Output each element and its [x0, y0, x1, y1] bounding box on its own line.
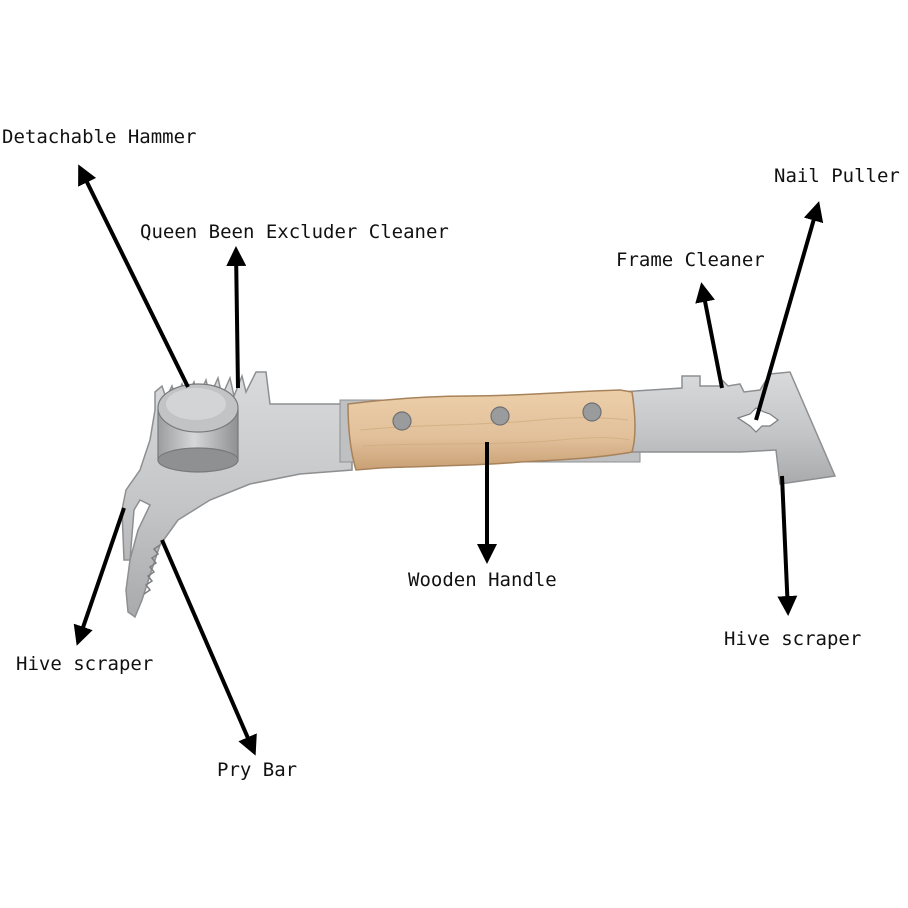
- arrow-queen-excluder-cleaner: [226, 246, 247, 389]
- hammer-cylinder: [157, 383, 239, 473]
- rivet: [490, 406, 510, 426]
- rivet: [582, 402, 602, 422]
- label-nail-puller: Nail Puller: [774, 165, 900, 187]
- label-hive-scraper-left: Hive scraper: [16, 653, 153, 675]
- arrow-frame-cleaner: [695, 282, 724, 389]
- arrow-hive-scraper-right: [777, 475, 798, 616]
- rivet: [392, 411, 412, 431]
- label-queen-excluder-cleaner: Queen Been Excluder Cleaner: [140, 221, 449, 243]
- label-pry-bar: Pry Bar: [217, 759, 297, 781]
- hive-tool: [121, 371, 837, 619]
- wooden-handle: [347, 389, 636, 471]
- label-detachable-hammer: Detachable Hammer: [2, 126, 196, 148]
- arrow-detachable-hammer: [78, 164, 190, 388]
- pry-bar-teeth: [143, 544, 161, 595]
- label-frame-cleaner: Frame Cleaner: [616, 249, 765, 271]
- callout-arrows: [73, 164, 824, 756]
- arrow-hive-scraper-left: [73, 507, 126, 646]
- label-hive-scraper-right: Hive scraper: [724, 628, 861, 650]
- arrow-nail-puller: [754, 201, 824, 421]
- arrow-pry-bar: [160, 539, 257, 756]
- label-wooden-handle: Wooden Handle: [408, 569, 557, 591]
- tool-right-head: [619, 371, 837, 485]
